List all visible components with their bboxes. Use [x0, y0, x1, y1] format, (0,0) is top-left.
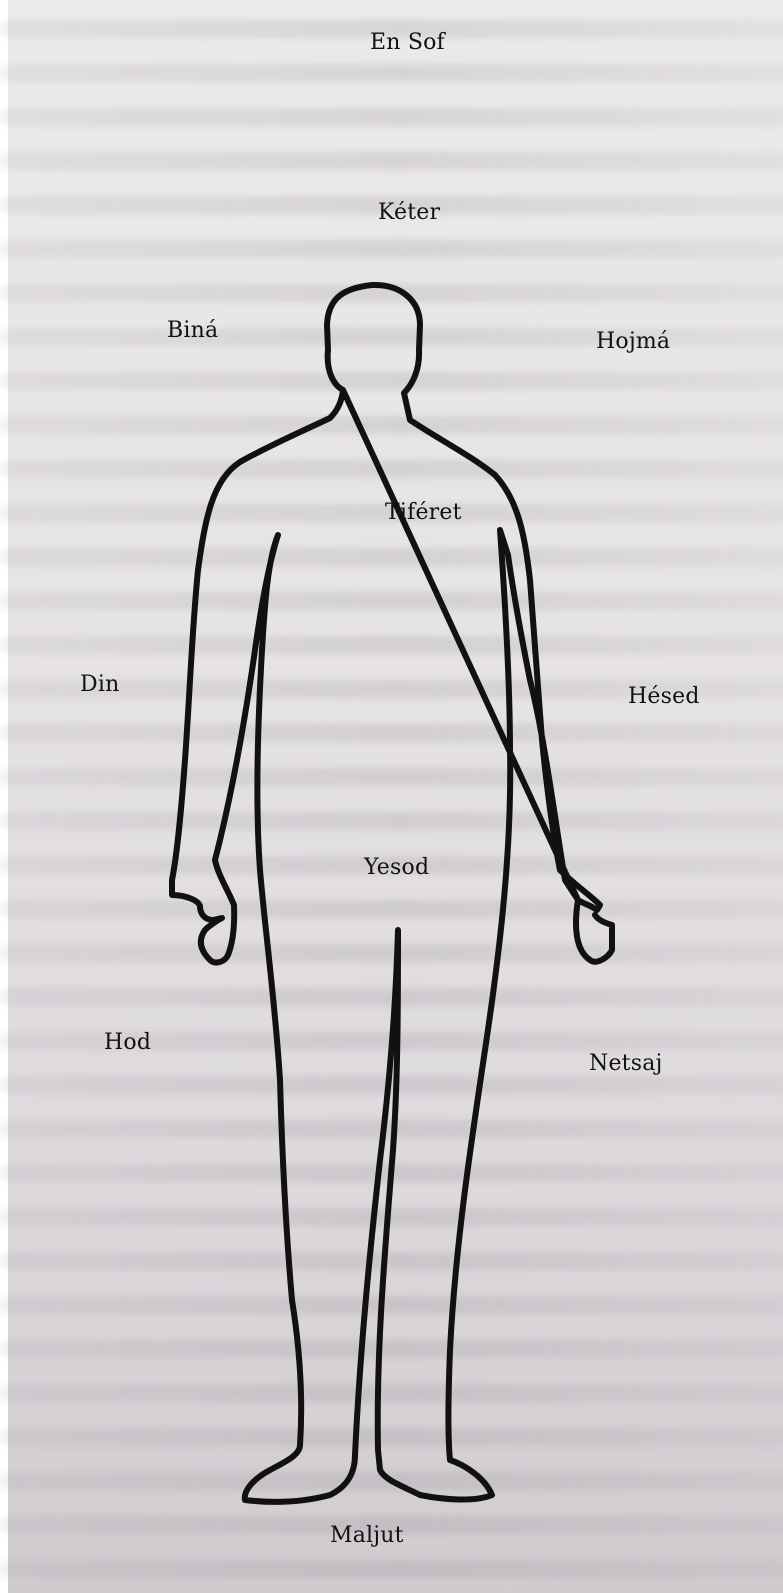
netsaj-label: Netsaj [589, 1051, 663, 1076]
hod-label: Hod [104, 1030, 151, 1055]
body-outline-path [172, 285, 612, 1502]
en-sof-label: En Sof [370, 30, 445, 55]
keter-label: Kéter [378, 200, 440, 225]
bina-label: Biná [167, 318, 218, 343]
hojma-label: Hojmá [596, 329, 670, 354]
yesod-label: Yesod [364, 855, 429, 880]
din-label: Din [80, 672, 119, 697]
hesed-label: Hésed [628, 684, 700, 709]
tiferet-label: Tiféret [385, 500, 462, 525]
maljut-label: Maljut [330, 1523, 404, 1548]
